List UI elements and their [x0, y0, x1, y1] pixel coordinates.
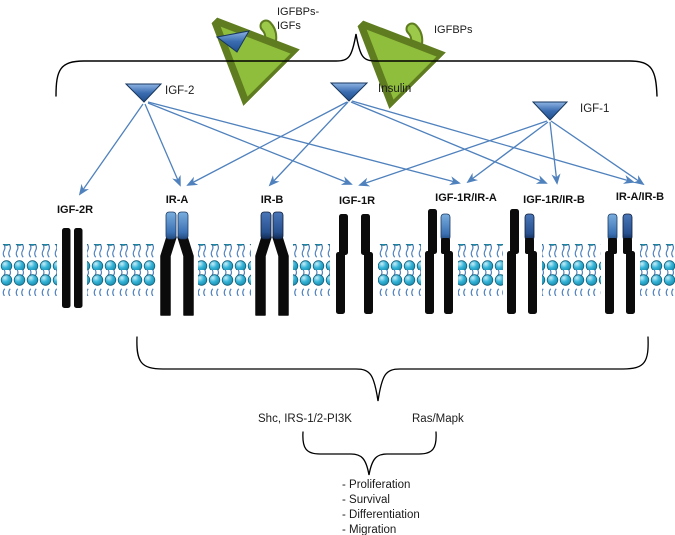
receptor-ira-irb-graphic [605, 213, 635, 314]
arrow-igf2-to-ira [144, 103, 181, 187]
ligand-triangle-igf-2 [124, 83, 163, 103]
free-igfbp-icon [389, 29, 417, 57]
arrow-insulin-to-ira [186, 101, 348, 186]
arrow-insulin-to-ira-irb [351, 100, 635, 184]
ligand-triangle-igf-1 [531, 101, 569, 121]
signaling-to-outcomes-brace [302, 431, 437, 476]
receptor-label-igf1r: IGF-1R [338, 195, 376, 207]
arrow-insulin-to-igf1r-irb [350, 101, 548, 184]
binding-arrows [78, 100, 645, 196]
arrow-igf2-to-igf1r-ira [147, 101, 461, 186]
arrow-igf2-to-igf2r [78, 103, 144, 196]
signaling-cascade-label: Ras/Mapk [412, 413, 464, 425]
receptor-irb-graphic [255, 211, 289, 316]
outcome-migration: - Migration [342, 524, 397, 535]
igfbps-label: IGFBPs [434, 24, 473, 36]
arrow-igf2-to-igf1r [147, 102, 353, 185]
receptor-ira-graphic [160, 211, 194, 316]
outcome-survival: - Survival [342, 494, 390, 506]
igfbp-igf-complex-icon [243, 26, 271, 54]
receptor-igf1r-ira-graphic [425, 209, 453, 314]
signaling-adaptors-label: Shc, IRS-1/2-PI3K [258, 413, 352, 425]
arrow-igf1-to-ira-irb [550, 120, 645, 186]
receptor-igf2r-graphic [62, 228, 83, 308]
igfbps-igfs-label-line2: IGFs [277, 20, 301, 32]
ligand-triangle-insulin [329, 82, 369, 102]
igfbps-igfs-label-line1: IGFBPs- [277, 6, 320, 18]
ligand-label-igf-1: IGF-1 [580, 103, 610, 115]
receptor-label-igf1r-irb: IGF-1R/IR-B [523, 194, 585, 206]
receptors-to-signaling-brace [136, 336, 649, 402]
arrow-insulin-to-irb [268, 101, 349, 187]
receptor-label-igf1r-ira: IGF-1R/IR-A [435, 192, 497, 204]
arrow-igf1-to-igf1r-ira [466, 121, 549, 184]
arrow-igf1-to-igf1r [358, 120, 548, 187]
receptor-igf1r-graphic [336, 214, 373, 314]
arrow-igf1-to-igf1r-irb [549, 121, 561, 185]
receptor-label-irb: IR-B [260, 194, 284, 206]
top-brace [55, 33, 658, 97]
outcome-differentiation: - Differentiation [342, 509, 420, 521]
receptor-label-ira: IR-A [165, 194, 189, 206]
receptor-label-ira-irb: IR-A/IR-B [615, 191, 665, 203]
receptor-label-igf2r: IGF-2R [56, 204, 94, 216]
ligand-label-insulin: Insulin [378, 83, 412, 95]
bound-igf-triangle-icon [215, 30, 250, 53]
receptor-igf1r-irb-graphic [507, 209, 537, 314]
ligand-label-igf-2: IGF-2 [165, 85, 195, 97]
outcome-proliferation: - Proliferation [342, 479, 411, 491]
